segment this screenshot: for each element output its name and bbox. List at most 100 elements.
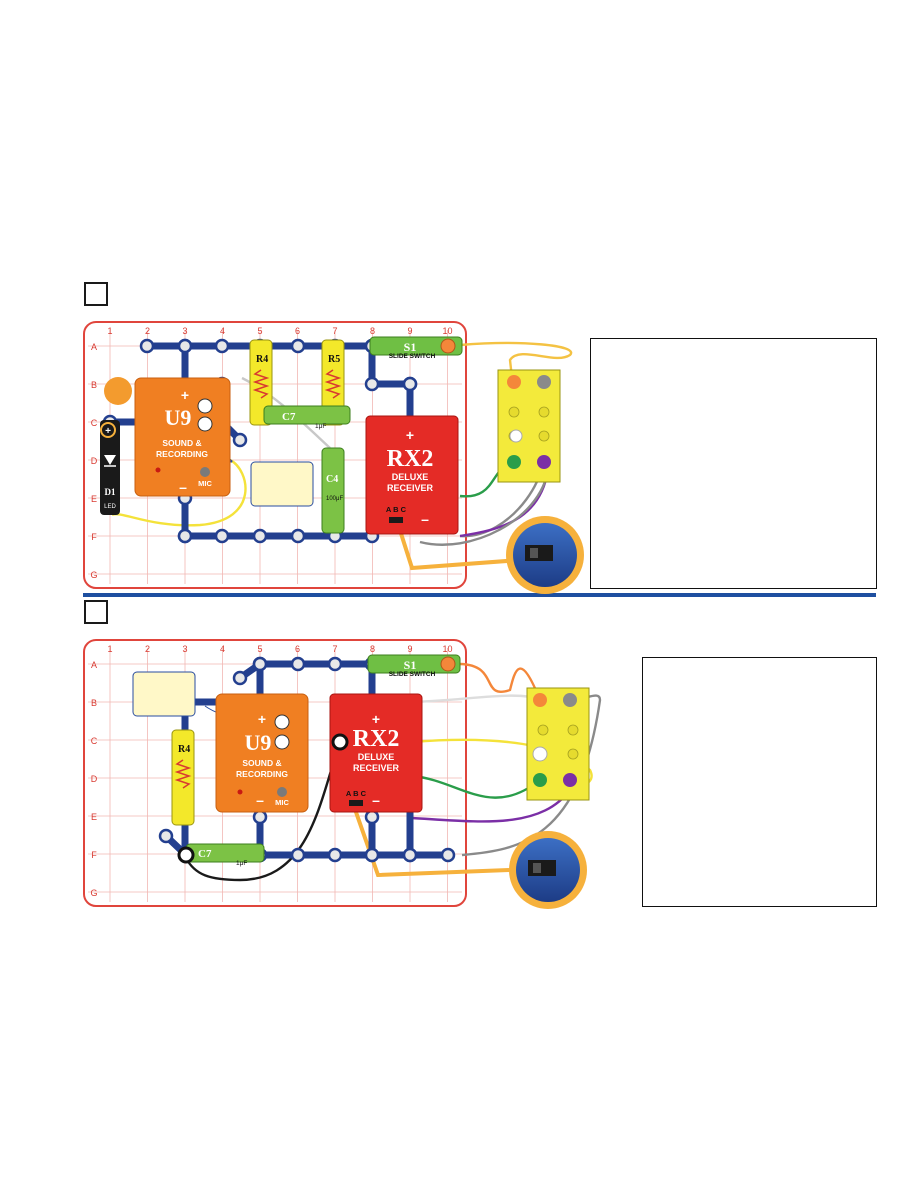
u9-sub2: RECORDING	[236, 769, 288, 779]
rx2-abc-switch	[349, 800, 363, 806]
u9-plus-label: +	[258, 711, 266, 727]
row-labels-1: A B C D E F G	[90, 342, 97, 580]
snap-connector	[232, 432, 248, 448]
row-label: F	[91, 532, 97, 542]
rx2-sub1: DELUXE	[358, 752, 395, 762]
row-label: D	[91, 456, 98, 466]
row-label: C	[91, 418, 98, 428]
column-label: 2	[145, 644, 150, 654]
column-label: 8	[370, 326, 375, 336]
s1-slide-switch-1: S1 SLIDE SWITCH	[369, 336, 463, 360]
row-label: E	[91, 812, 97, 822]
r5-resistor-1: R5	[321, 339, 345, 426]
column-label: 5	[257, 644, 262, 654]
s1-text: SLIDE SWITCH	[389, 671, 436, 678]
row-label: C	[91, 736, 98, 746]
s1-label: S1	[404, 340, 417, 354]
rx2-abc-switch	[389, 517, 403, 523]
column-label: 3	[182, 644, 187, 654]
snap-connector	[177, 528, 193, 544]
u9-led-dot	[237, 789, 243, 795]
c7-capacitor-2: C7 1μF	[185, 843, 265, 867]
snap-connector	[440, 847, 456, 863]
s1-label: S1	[404, 658, 417, 672]
mic-icon	[277, 787, 287, 797]
snap-connector	[214, 338, 230, 354]
snap-connector	[364, 809, 380, 825]
c7-value: 1μF	[236, 860, 247, 867]
row-label: E	[91, 494, 97, 504]
row-label: B	[91, 380, 97, 390]
u9-mic-label: MIC	[198, 479, 212, 488]
column-label: 10	[442, 644, 452, 654]
snap-connector	[402, 376, 418, 392]
row-label: B	[91, 698, 97, 708]
column-label: 3	[182, 326, 187, 336]
u9-sound-recording-module-1: + U9 SOUND & RECORDING MIC –	[134, 377, 231, 497]
column-label: 7	[332, 644, 337, 654]
project-number-box-1	[84, 282, 108, 306]
snap-connector	[139, 338, 155, 354]
callout-box-1	[250, 461, 314, 507]
orange-marker-dot	[104, 377, 132, 405]
column-label: 2	[145, 326, 150, 336]
u9-mic-label: MIC	[275, 798, 289, 807]
snap-connector	[158, 828, 174, 844]
row-label: A	[91, 660, 97, 670]
row-label: A	[91, 342, 97, 352]
project-description-box-2	[642, 657, 877, 907]
snap-connector	[364, 376, 380, 392]
snap-connector	[252, 809, 268, 825]
d1-text: LED	[104, 504, 116, 510]
u9-sub1: SOUND &	[242, 758, 281, 768]
rx2-sub2: RECEIVER	[353, 763, 400, 773]
column-label: 9	[407, 644, 412, 654]
callout-box-2	[132, 671, 196, 717]
rx2-deluxe-receiver-2: + RX2 DELUXE RECEIVER A B C –	[329, 693, 423, 813]
snap-connector	[177, 338, 193, 354]
svg-text:+: +	[105, 426, 111, 437]
r4-label: R4	[256, 354, 268, 365]
rx2-abc-label: A B C	[346, 789, 367, 798]
snap-connector	[214, 528, 230, 544]
column-label: 10	[442, 326, 452, 336]
r4-resistor-1: R4	[249, 339, 273, 426]
snap-connector	[252, 528, 268, 544]
column-label: 1	[107, 644, 112, 654]
section-divider	[83, 593, 876, 597]
rx2-minus-label: –	[421, 511, 429, 527]
row-label: G	[90, 888, 97, 898]
project-description-box-1	[590, 338, 877, 589]
column-label: 1	[107, 326, 112, 336]
row-label: G	[90, 570, 97, 580]
column-label: 7	[332, 326, 337, 336]
u9-minus-label: –	[256, 792, 264, 808]
battery-pack-1	[497, 369, 561, 483]
rx2-deluxe-receiver-1: + RX2 DELUXE RECEIVER A B C –	[365, 415, 459, 535]
u9-label: U9	[245, 730, 272, 755]
c7-capacitor-1: C7 1μF	[263, 405, 351, 430]
u9-minus-label: –	[179, 479, 187, 495]
c7-label: C7	[282, 411, 296, 423]
rx2-plus-label: +	[372, 711, 380, 727]
column-label: 6	[295, 644, 300, 654]
column-label: 4	[220, 644, 225, 654]
s1-text: SLIDE SWITCH	[389, 353, 436, 360]
switch-zoom-inset-2	[348, 794, 587, 909]
u9-label: U9	[165, 405, 192, 430]
snap-connector	[290, 656, 306, 672]
snap-connector	[290, 528, 306, 544]
rx2-minus-label: –	[372, 792, 380, 808]
c4-label: C4	[326, 474, 338, 485]
rx2-abc-label: A B C	[386, 505, 407, 514]
u9-led-dot	[155, 467, 161, 473]
snap-connector	[252, 656, 268, 672]
snap-connector	[327, 847, 343, 863]
rx2-sub1: DELUXE	[392, 472, 429, 482]
row-label: F	[91, 850, 97, 860]
c7-label: C7	[198, 848, 212, 860]
